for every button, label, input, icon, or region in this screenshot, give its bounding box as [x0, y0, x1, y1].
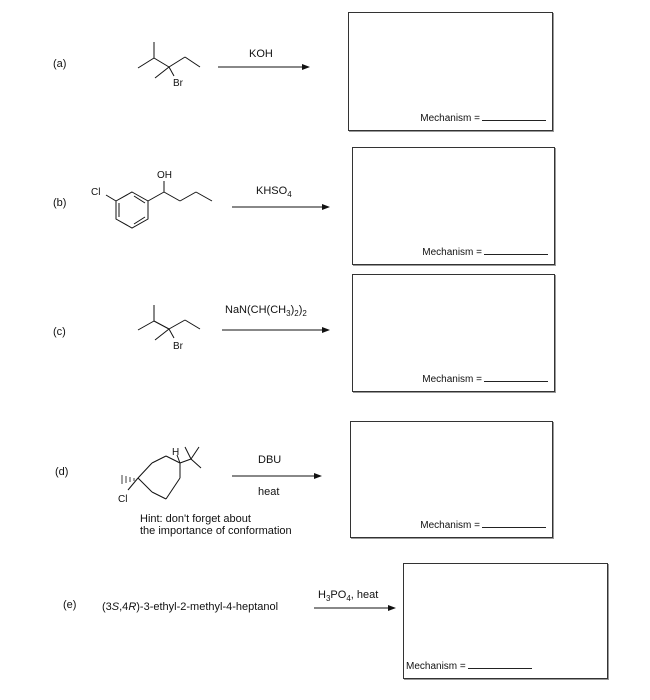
mechanism-blank[interactable] — [482, 111, 546, 121]
mechanism-blank[interactable] — [482, 518, 546, 528]
problem-c-label: (c) — [53, 326, 66, 338]
problem-e-mechanism: Mechanism = — [406, 659, 532, 672]
problem-d-reagent-above: DBU — [258, 454, 282, 466]
problem-a-answer-box[interactable]: Mechanism = — [348, 12, 553, 131]
reagent-text: ) — [290, 304, 295, 316]
stereo-descriptor: S — [111, 601, 120, 613]
name-text: )-3-ethyl-2-methyl-4-heptanol — [136, 601, 279, 613]
reagent-subscript: 2 — [294, 309, 299, 319]
problem-a-mechanism: Mechanism = — [420, 111, 546, 124]
reagent-text: PO — [330, 589, 347, 601]
reagent-text: H — [318, 589, 326, 601]
mechanism-label: Mechanism = — [422, 247, 482, 258]
problem-b-oh-group: OH — [157, 170, 172, 181]
reagent-text: , heat — [350, 589, 379, 601]
problem-b-label: (b) — [53, 197, 67, 209]
problem-d-label: (d) — [55, 466, 69, 478]
problem-e-compound-name: (3S,4R)-3-ethyl-2-methyl-4-heptanol — [102, 601, 278, 613]
problem-d-answer-box[interactable]: Mechanism = — [350, 421, 553, 538]
reagent-text: KHSO — [256, 185, 288, 197]
problem-b-answer-box[interactable]: Mechanism = — [352, 147, 555, 265]
reagent-subscript: 3 — [286, 309, 291, 319]
reagent-subscript: 4 — [346, 594, 351, 604]
mechanism-blank[interactable] — [484, 372, 548, 382]
name-text: ,4 — [119, 601, 129, 613]
reagent-text: NaN(CH(CH — [225, 304, 287, 316]
mechanism-label: Mechanism = — [420, 113, 480, 124]
hint-line-1: Hint: don't forget about — [140, 513, 251, 525]
problem-d-h-atom: H — [172, 447, 179, 458]
reagent-subscript: 3 — [325, 594, 331, 604]
reagent-subscript: 2 — [302, 309, 307, 319]
problem-b-mechanism: Mechanism = — [422, 245, 548, 258]
reagent-text: ) — [298, 304, 303, 316]
problem-e-answer-box[interactable]: Mechanism = — [403, 563, 608, 679]
problem-c-reagent: NaN(CH(CH3)2)2 — [225, 304, 307, 318]
problem-c-mechanism: Mechanism = — [422, 372, 548, 385]
stereo-descriptor: R — [128, 601, 137, 613]
problem-d-reagent-below: heat — [258, 486, 280, 498]
problem-a-label: (a) — [53, 58, 67, 70]
mechanism-label: Mechanism = — [406, 661, 466, 672]
problem-b-cl-atom: Cl — [91, 187, 100, 198]
problem-d-cl-atom: Cl — [118, 494, 127, 505]
mechanism-label: Mechanism = — [420, 520, 480, 531]
mechanism-blank[interactable] — [467, 659, 532, 669]
problem-b-reagent: KHSO4 — [256, 185, 292, 199]
problem-a-br-atom: Br — [173, 78, 184, 89]
problem-e-reagent: H3PO4, heat — [318, 589, 378, 603]
mechanism-blank[interactable] — [484, 245, 548, 255]
problem-a-reagent: KOH — [249, 48, 273, 60]
name-text: (3 — [102, 601, 112, 613]
problem-e-label: (e) — [63, 599, 77, 611]
problem-d-hint: Hint: don't forget about the importance … — [140, 513, 292, 537]
problem-d-mechanism: Mechanism = — [420, 518, 546, 531]
mechanism-label: Mechanism = — [422, 374, 482, 385]
problem-c-br-atom: Br — [173, 341, 184, 352]
reagent-subscript: 4 — [287, 190, 292, 200]
problem-c-answer-box[interactable]: Mechanism = — [352, 274, 555, 392]
hint-line-2: the importance of conformation — [140, 525, 292, 537]
